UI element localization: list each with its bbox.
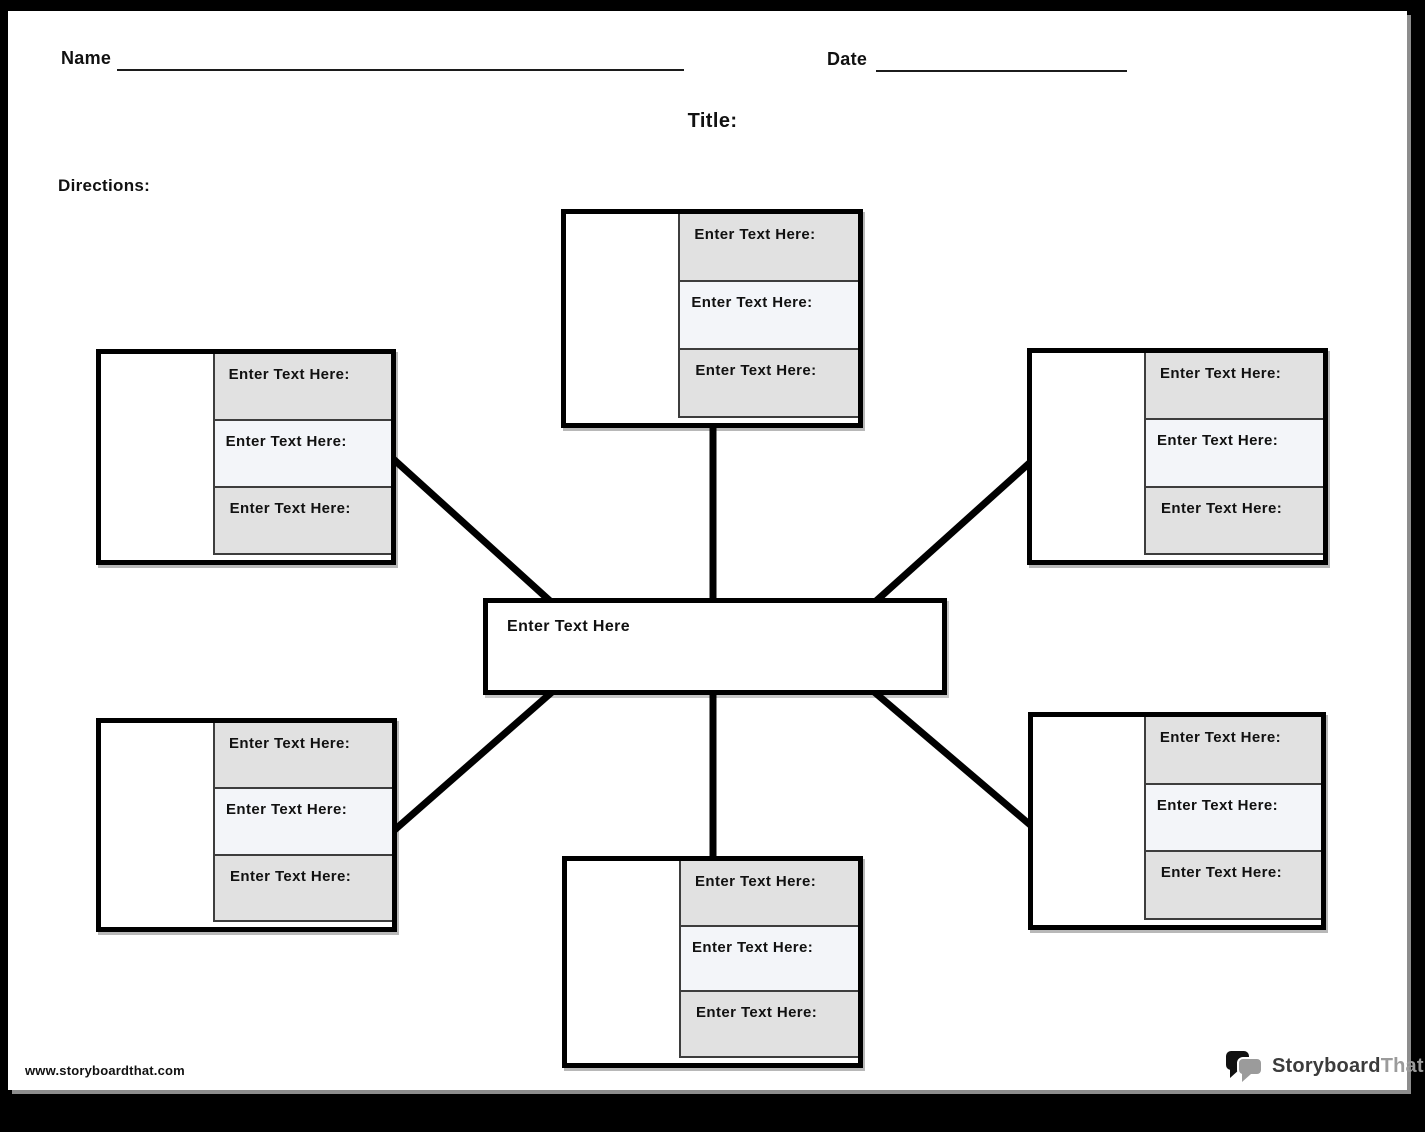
spider-box-left-top: Enter Text Here: Enter Text Here: Enter …: [96, 349, 396, 565]
spider-box-right-top: Enter Text Here: Enter Text Here: Enter …: [1027, 348, 1328, 565]
brand-logo: StoryboardThat: [1225, 1049, 1424, 1083]
entry-cell[interactable]: Enter Text Here:: [215, 723, 392, 790]
brand-text-primary: Storyboard: [1272, 1054, 1381, 1077]
entry-cell[interactable]: Enter Text Here:: [680, 282, 858, 350]
entry-cell[interactable]: Enter Text Here:: [1145, 717, 1321, 785]
spider-box-bottom-left: Enter Text Here: Enter Text Here: Enter …: [96, 718, 397, 932]
entry-cell[interactable]: Enter Text Here:: [1146, 487, 1323, 555]
image-cell[interactable]: [566, 214, 679, 418]
footer-url: www.storyboardthat.com: [25, 1063, 185, 1078]
image-cell[interactable]: [1032, 353, 1145, 555]
entry-cell[interactable]: Enter Text Here:: [1145, 852, 1321, 921]
entry-cell[interactable]: Enter Text Here:: [680, 350, 858, 418]
text-cells: Enter Text Here: Enter Text Here: Enter …: [678, 214, 858, 418]
text-cells: Enter Text Here: Enter Text Here: Enter …: [212, 354, 391, 555]
spider-box-top-center: Enter Text Here: Enter Text Here: Enter …: [561, 209, 863, 428]
entry-cell[interactable]: Enter Text Here:: [680, 214, 858, 282]
entry-cell[interactable]: Enter Text Here:: [681, 861, 858, 927]
center-topic-box[interactable]: Enter Text Here: [483, 598, 947, 695]
title-label: Title:: [687, 110, 738, 132]
name-label: Name: [61, 48, 112, 68]
date-label: Date: [827, 49, 868, 69]
image-cell[interactable]: [101, 723, 214, 922]
name-input-line[interactable]: [117, 69, 684, 71]
spider-box-bottom-center: Enter Text Here: Enter Text Here: Enter …: [562, 856, 863, 1068]
entry-cell[interactable]: Enter Text Here:: [215, 789, 392, 856]
brand-text-secondary: That: [1380, 1054, 1424, 1077]
date-input-line[interactable]: [876, 70, 1127, 72]
text-cells: Enter Text Here: Enter Text Here: Enter …: [213, 723, 392, 922]
text-cells: Enter Text Here: Enter Text Here: Enter …: [1143, 717, 1321, 921]
entry-cell[interactable]: Enter Text Here:: [1146, 353, 1323, 421]
entry-cell[interactable]: Enter Text Here:: [214, 488, 391, 555]
entry-cell[interactable]: Enter Text Here:: [1145, 784, 1321, 853]
speech-bubbles-icon: [1226, 1051, 1263, 1082]
image-cell[interactable]: [1033, 717, 1144, 920]
image-cell[interactable]: [101, 354, 213, 555]
entry-cell[interactable]: Enter Text Here:: [681, 992, 858, 1059]
entry-cell[interactable]: Enter Text Here:: [215, 855, 392, 922]
directions-label: Directions:: [58, 176, 151, 195]
image-cell[interactable]: [567, 861, 680, 1058]
spider-box-bottom-right: Enter Text Here: Enter Text Here: Enter …: [1028, 712, 1326, 930]
entry-cell[interactable]: Enter Text Here:: [214, 354, 391, 421]
text-cells: Enter Text Here: Enter Text Here: Enter …: [679, 861, 858, 1059]
entry-cell[interactable]: Enter Text Here:: [214, 421, 391, 488]
brand-text: StoryboardThat: [1272, 1055, 1424, 1078]
entry-cell[interactable]: Enter Text Here:: [681, 926, 858, 993]
entry-cell[interactable]: Enter Text Here:: [1146, 420, 1323, 488]
text-cells: Enter Text Here: Enter Text Here: Enter …: [1144, 353, 1323, 555]
